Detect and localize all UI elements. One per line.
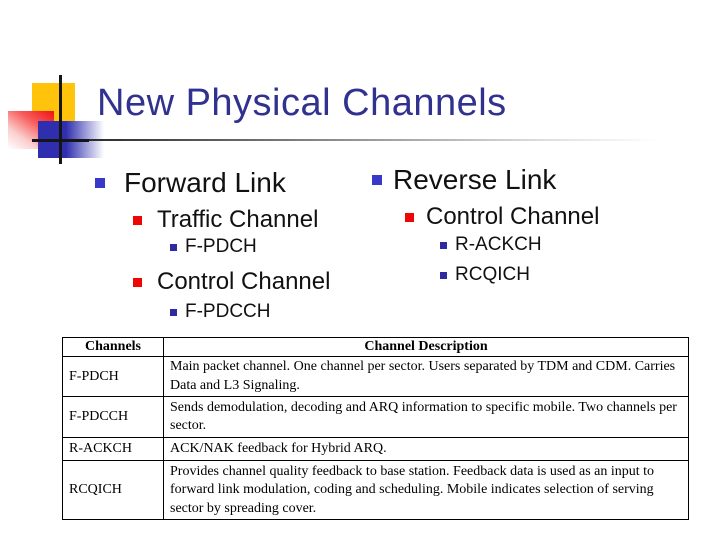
square-bullet-icon	[372, 175, 382, 185]
forward-control-channel-label: Control Channel	[157, 268, 331, 295]
channel-description-table: Channels Channel Description F-PDCH Main…	[62, 336, 689, 521]
table-row: F-PDCH Main packet channel. One channel …	[62, 356, 689, 398]
forward-subitem-row: F-PDCH	[170, 236, 257, 258]
table-row: R-ACKCH ACK/NAK feedback for Hybrid ARQ.	[62, 437, 689, 462]
slide-title: New Physical Channels	[97, 82, 507, 124]
square-bullet-icon	[405, 213, 414, 222]
reverse-item-row: Control Channel	[405, 203, 599, 231]
table-row: RCQICH Provides channel quality feedback…	[62, 460, 689, 521]
forward-link-heading: Forward Link	[124, 167, 286, 198]
f-pdcch-label: F-PDCCH	[185, 301, 271, 322]
reverse-link-heading-row: Reverse Link	[372, 164, 556, 196]
forward-subitem-row: F-PDCCH	[170, 301, 271, 323]
square-bullet-icon	[170, 244, 177, 251]
square-bullet-icon	[95, 178, 105, 188]
table-header-row: Channels Channel Description	[62, 336, 689, 358]
title-underline-rule	[89, 139, 689, 141]
decor-horizontal-line-segment	[32, 139, 89, 142]
channel-description-cell: ACK/NAK feedback for Hybrid ARQ.	[163, 437, 689, 462]
channel-description-cell: Main packet channel. One channel per sec…	[163, 356, 689, 398]
channel-description-cell: Sends demodulation, decoding and ARQ inf…	[163, 396, 689, 439]
channel-name-cell: F-PDCH	[62, 356, 164, 398]
square-bullet-icon	[133, 216, 142, 225]
reverse-control-channel-label: Control Channel	[426, 203, 600, 230]
channel-description-cell: Provides channel quality feedback to bas…	[163, 460, 689, 521]
square-bullet-icon	[440, 272, 447, 279]
forward-link-heading-row: Forward Link	[95, 167, 286, 199]
forward-item-row: Traffic Channel	[133, 206, 318, 234]
f-pdch-label: F-PDCH	[185, 236, 257, 257]
reverse-subitem-row: RCQICH	[440, 264, 530, 286]
channel-name-cell: RCQICH	[62, 460, 164, 521]
channels-column-header: Channels	[62, 336, 164, 358]
forward-traffic-channel-label: Traffic Channel	[157, 206, 319, 233]
square-bullet-icon	[133, 278, 142, 287]
channel-name-cell: R-ACKCH	[62, 437, 164, 462]
forward-item-row: Control Channel	[133, 268, 330, 296]
reverse-subitem-row: R-ACKCH	[440, 234, 542, 256]
rcqich-label: RCQICH	[455, 264, 530, 285]
description-column-header: Channel Description	[163, 336, 689, 358]
decor-vertical-line	[59, 75, 62, 164]
table-row: F-PDCCH Sends demodulation, decoding and…	[62, 396, 689, 439]
channel-name-cell: F-PDCCH	[62, 396, 164, 439]
square-bullet-icon	[170, 309, 177, 316]
reverse-link-heading: Reverse Link	[393, 164, 557, 195]
square-bullet-icon	[440, 242, 447, 249]
r-ackch-label: R-ACKCH	[455, 234, 542, 255]
